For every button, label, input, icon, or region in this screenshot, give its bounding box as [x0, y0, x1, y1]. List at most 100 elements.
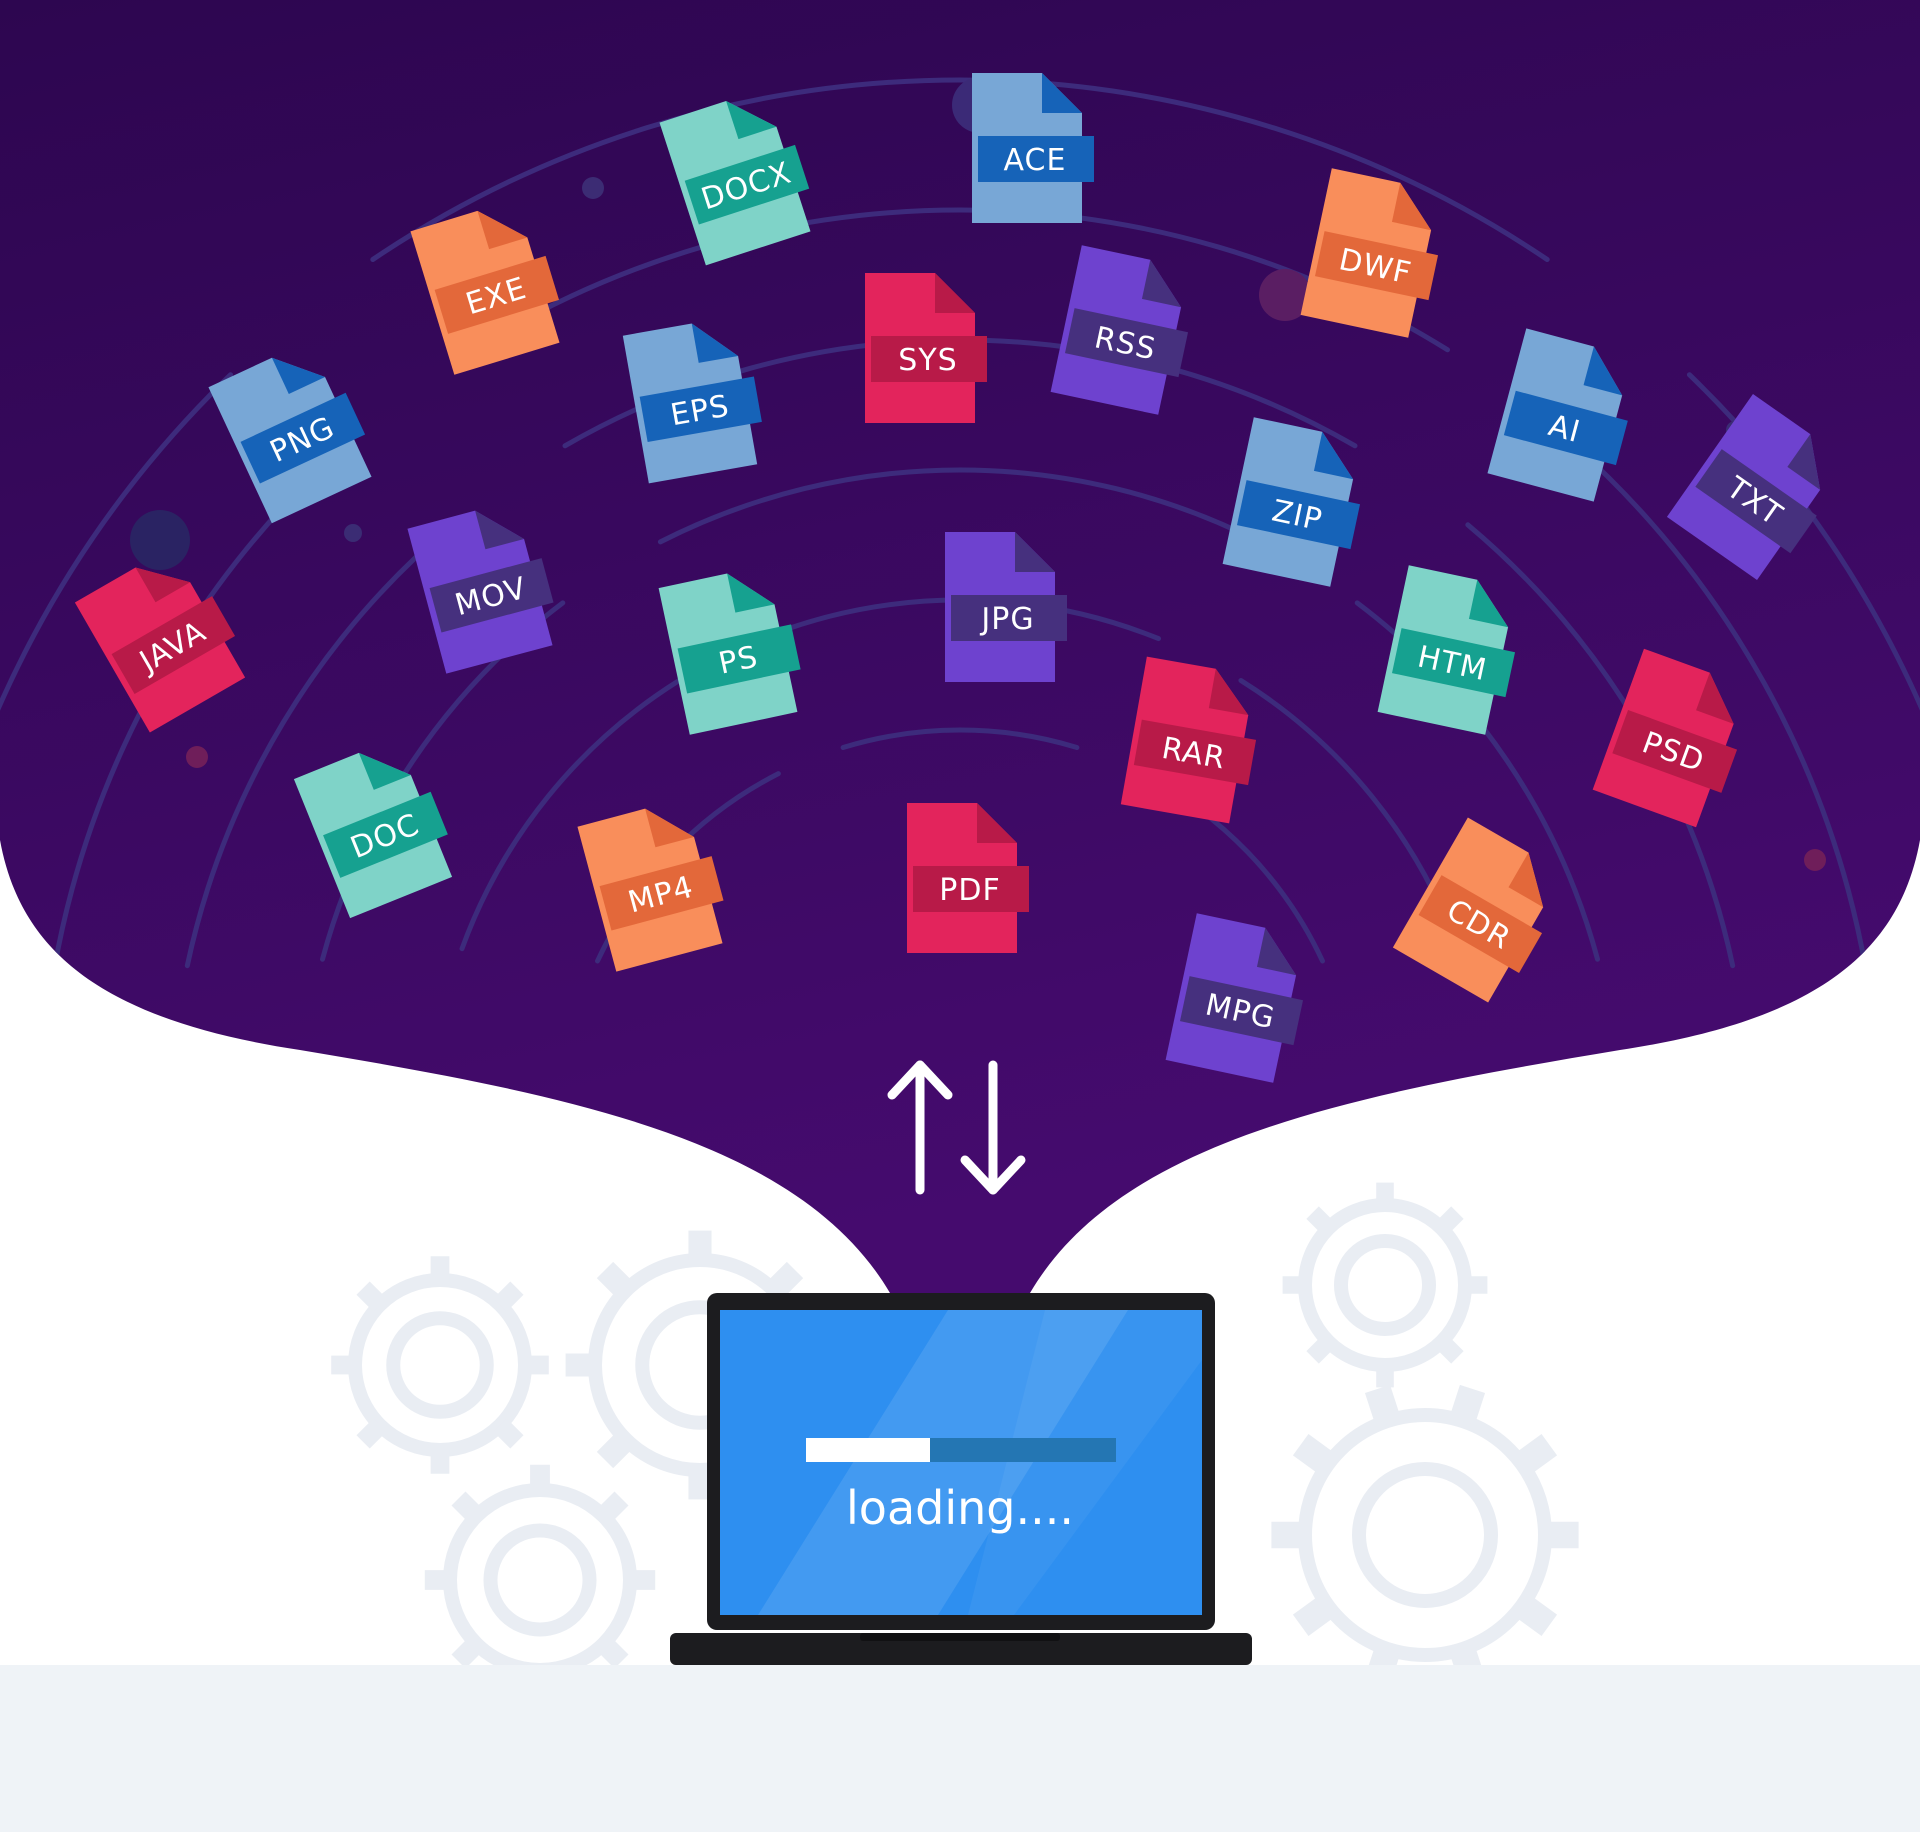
gear-tooth [451, 1636, 484, 1669]
laptop-base [670, 1633, 1252, 1665]
gear-icon [1282, 1182, 1488, 1388]
file-fold [1583, 346, 1623, 396]
gear-hub [1334, 1234, 1436, 1336]
file-fold [1787, 434, 1821, 490]
gear-rim [443, 1483, 637, 1677]
laptop-notch [860, 1633, 1060, 1641]
file-label-band [1392, 628, 1516, 698]
gear-hub [386, 1311, 494, 1419]
file-icon-docx: DOCX [659, 101, 811, 266]
decor-dot [344, 524, 362, 542]
file-fold [477, 210, 528, 250]
orbit-arc [0, 372, 234, 987]
file-label-band [1180, 976, 1304, 1046]
orbit-arc [459, 678, 682, 952]
file-icon-txt: TXT [1666, 394, 1821, 580]
file-label: PS [716, 639, 762, 681]
file-icon-mp4: MP4 [577, 808, 724, 972]
decor-dot [1259, 269, 1311, 321]
loading-text: loading.... [846, 1481, 1074, 1535]
file-fold [1141, 259, 1182, 308]
progress-fill [806, 1438, 930, 1462]
orbit-arc [370, 77, 1550, 262]
file-icon-jpg: JPG [945, 532, 1067, 682]
file-icon-pdf: PDF [907, 803, 1029, 953]
laptop: loading.... [670, 1293, 1252, 1665]
gear-tooth [356, 1281, 387, 1312]
gear-icon [331, 1256, 549, 1474]
file-fold [1256, 927, 1297, 976]
file-label: ACE [1004, 143, 1067, 178]
gear-tooth [1514, 1434, 1558, 1476]
file-icon-ps: PS [658, 573, 801, 735]
file-fold [1208, 668, 1249, 716]
decor-dot [186, 746, 208, 768]
file-fold [135, 567, 191, 603]
gear-icon [1271, 1384, 1579, 1686]
decor-dot [130, 510, 190, 570]
file-icon-dwf: DWF [1300, 168, 1439, 338]
file-icon-ai: AI [1487, 328, 1628, 502]
file-fold [935, 273, 975, 313]
file-fold [358, 752, 411, 790]
file-label: PDF [939, 873, 1000, 908]
file-icon-psd: PSD [1592, 648, 1738, 828]
gear-hub [1352, 1462, 1498, 1608]
gear-tooth [596, 1261, 634, 1299]
file-fold [977, 803, 1017, 843]
gear-tooth [493, 1281, 524, 1312]
gear-tooth [1306, 1206, 1335, 1235]
file-fold [1015, 532, 1055, 572]
file-label-band [599, 856, 724, 931]
file-fold [1042, 73, 1082, 113]
gear-tooth [766, 1261, 804, 1299]
decor-dot [582, 177, 604, 199]
file-icon-eps: EPS [622, 323, 762, 484]
file-fold [727, 573, 775, 613]
file-fold [1468, 579, 1509, 628]
file-label: JPG [979, 602, 1034, 637]
file-label-band [240, 392, 366, 484]
orbit-arc [1573, 443, 1869, 973]
file-icon-htm: HTM [1377, 565, 1516, 735]
gear-hub [483, 1523, 597, 1637]
gear-tooth [1435, 1206, 1464, 1235]
laptop-screen [720, 1310, 1202, 1615]
gear-tooth [1435, 1335, 1464, 1364]
gear-rim [1298, 1408, 1552, 1662]
file-icon-ace: ACE [972, 73, 1094, 223]
gear-icon [424, 1464, 656, 1696]
file-label: SYS [898, 343, 957, 378]
gear-tooth [451, 1491, 484, 1524]
file-label-band [1315, 231, 1439, 301]
file-label-band [1065, 308, 1189, 378]
gear-tooth [1514, 1594, 1558, 1636]
gear-tooth [356, 1418, 387, 1449]
file-label-band [323, 791, 448, 878]
file-label-band [871, 336, 987, 382]
file-label-band [1612, 709, 1738, 793]
file-label-band [434, 255, 560, 334]
gear-tooth [1364, 1384, 1401, 1425]
file-icon-mpg: MPG [1165, 913, 1304, 1083]
screen-glare [758, 1310, 1128, 1615]
file-label-band [677, 624, 801, 694]
file-icon-exe: EXE [410, 210, 560, 375]
file-label-band [1418, 875, 1543, 973]
orbit-arc [840, 727, 1080, 750]
gear-rim [1298, 1198, 1472, 1372]
up-down-arrows-icon [887, 1060, 1026, 1195]
file-icon-cdr: CDR [1392, 817, 1544, 1003]
file-fold [1508, 852, 1544, 908]
orbit-arc [657, 467, 1263, 545]
file-label-band [951, 595, 1067, 641]
floor [0, 1665, 1920, 1832]
gear-tooth [493, 1418, 524, 1449]
gear-tooth [596, 1491, 629, 1524]
file-icon-rar: RAR [1120, 656, 1257, 824]
gear-tooth [1449, 1384, 1486, 1425]
file-fold [475, 510, 525, 550]
file-label-band [111, 596, 236, 694]
file-label-band [1503, 390, 1628, 466]
